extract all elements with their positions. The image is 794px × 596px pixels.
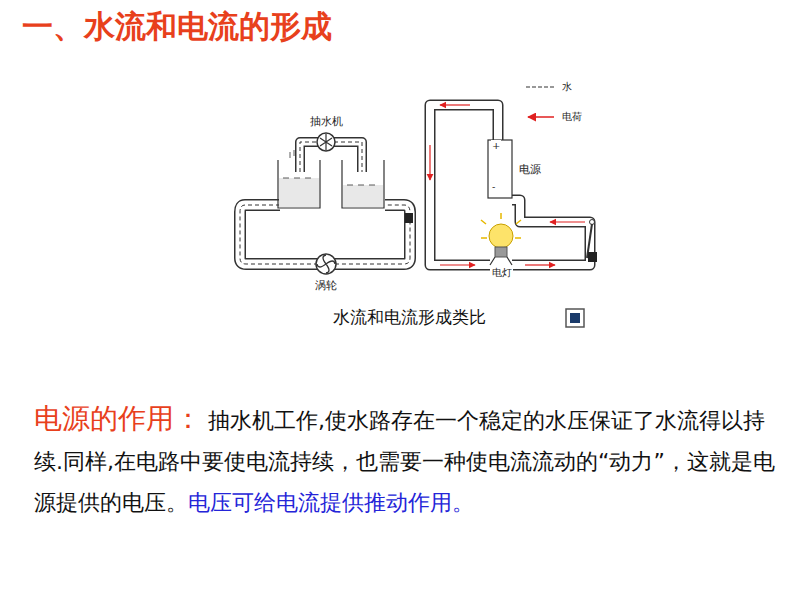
electric-wires	[430, 105, 590, 265]
lamp-label: 电灯	[491, 266, 513, 280]
play-icon	[566, 309, 584, 327]
minus-sign: -	[491, 181, 496, 192]
pump-symbol	[317, 133, 335, 151]
water-pipes	[240, 142, 410, 264]
power-label: 电源	[518, 162, 542, 177]
switch-symbol	[587, 220, 597, 263]
section-heading: 电源的作用：	[34, 402, 202, 435]
plus-sign: +	[491, 140, 501, 151]
highlight-text: 电压可给电流提供推动作用。	[188, 490, 474, 515]
explanation-paragraph: 电源的作用：抽水机工作,使水路存在一个稳定的水压保证了水流得以持续.同样,在电路…	[34, 398, 779, 523]
legend-water-sample	[526, 86, 556, 87]
water-tanks	[278, 150, 384, 208]
legend-text: 水	[562, 80, 572, 94]
turbine-label: 涡轮	[314, 278, 338, 293]
valve-symbol	[405, 213, 413, 223]
legend-text: 电荷	[562, 110, 582, 124]
slide-title: 一、水流和电流的形成	[22, 6, 332, 48]
lamp-symbol	[481, 213, 521, 265]
legend-charge-sample	[528, 116, 554, 118]
turbine-symbol	[316, 254, 336, 274]
figure-caption: 水流和电流形成类比	[309, 306, 509, 329]
pump-label: 抽水机	[309, 114, 344, 129]
power-source	[488, 140, 512, 198]
